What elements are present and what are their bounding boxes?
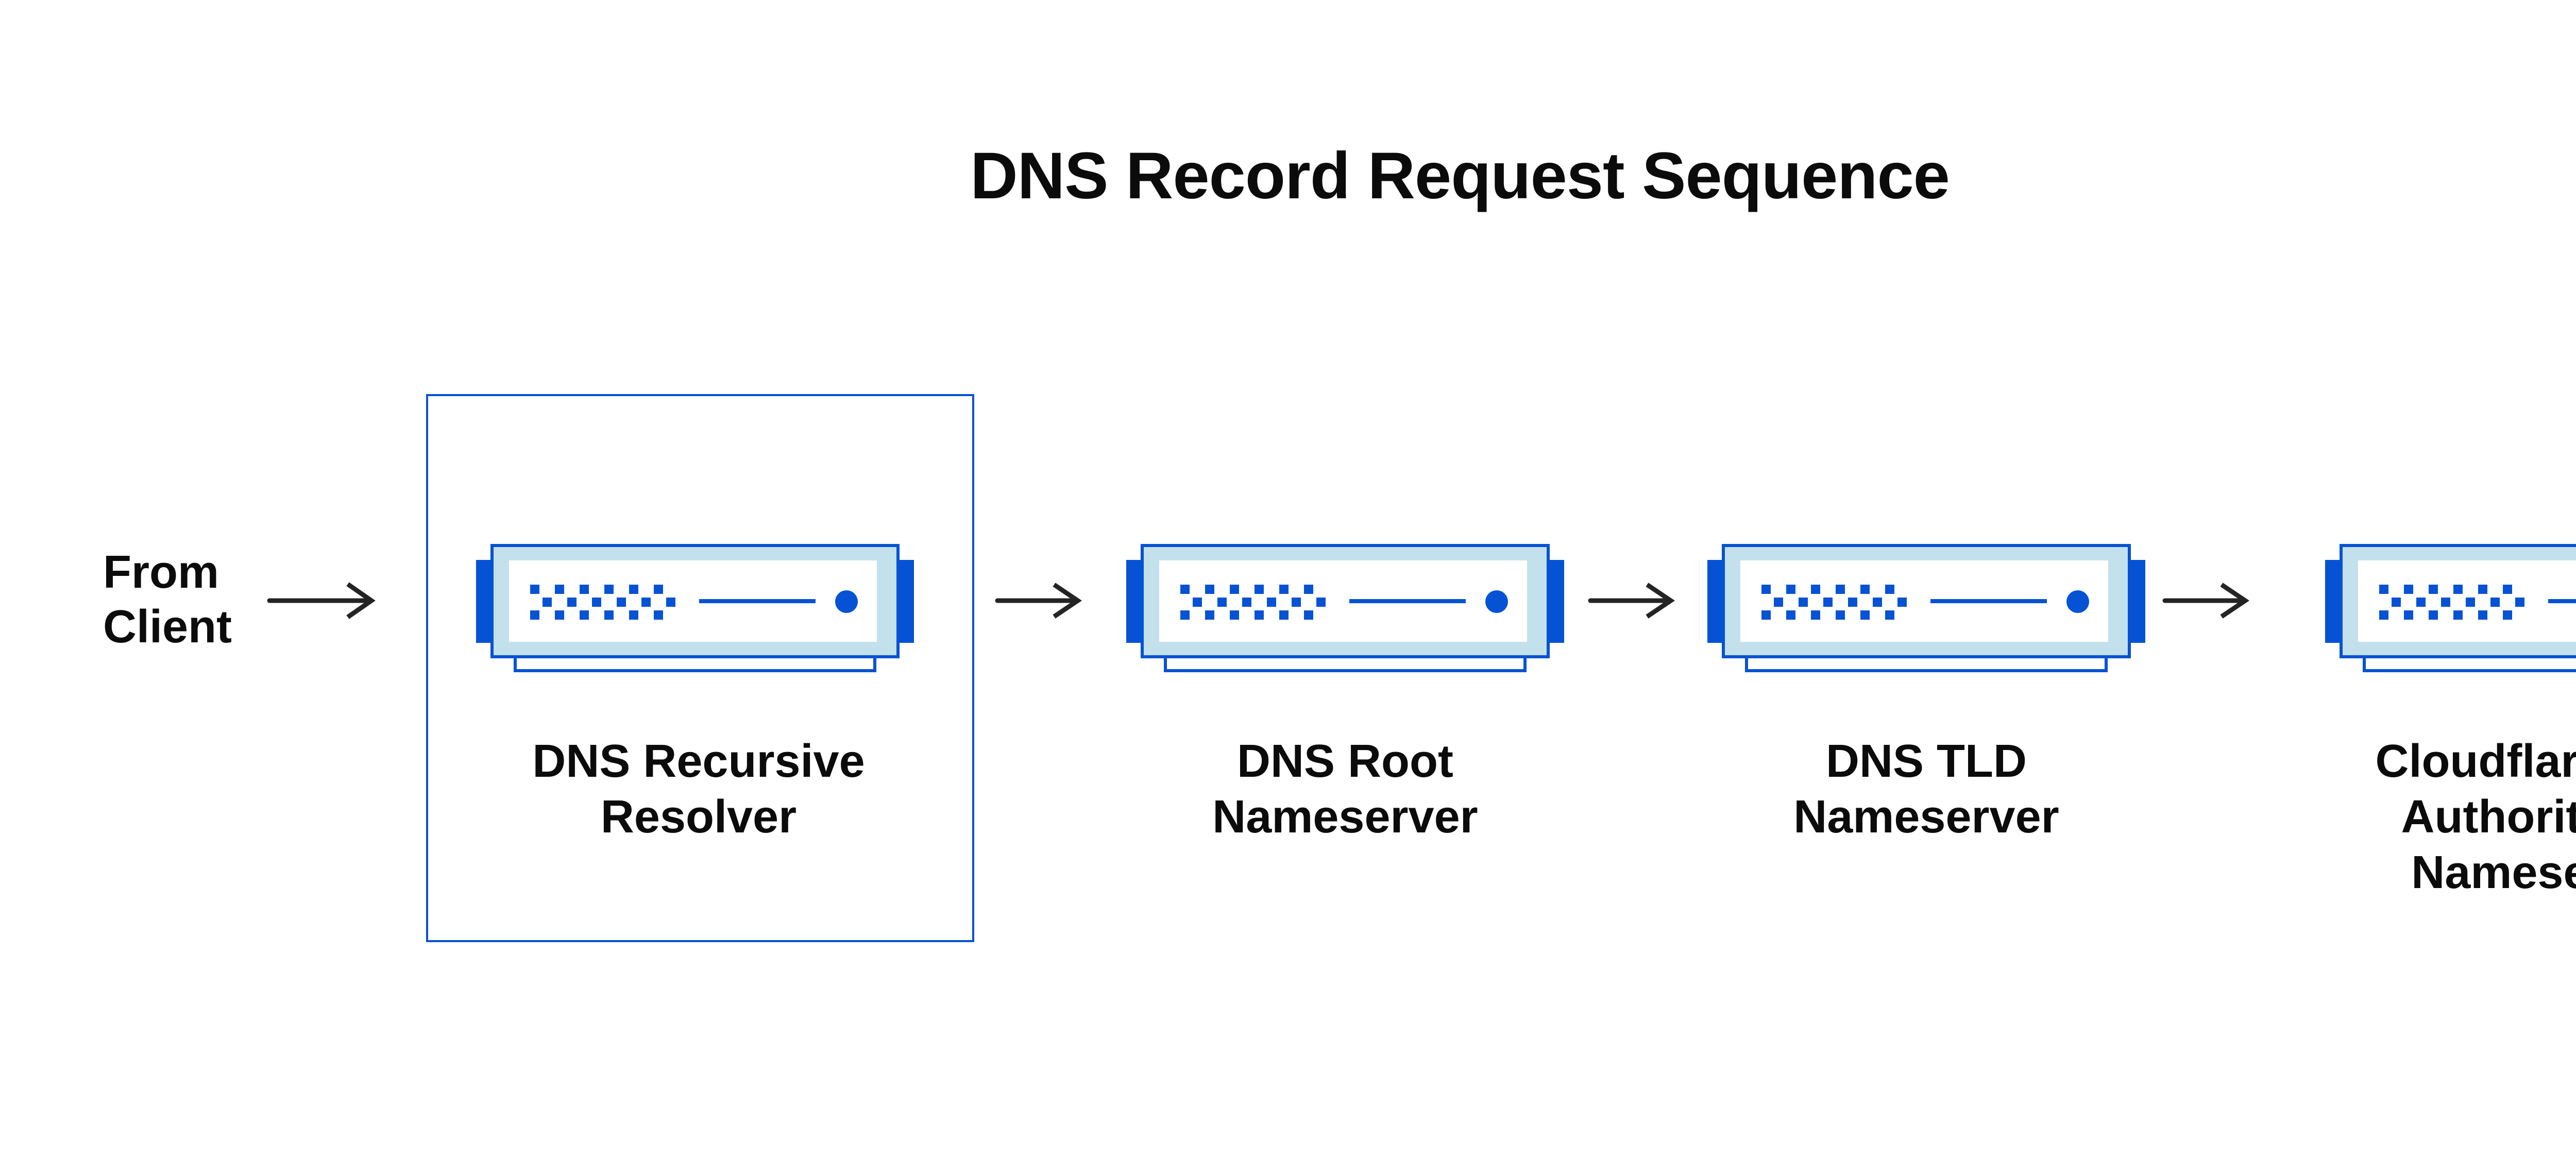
flow-arrow-icon [2161, 579, 2249, 622]
recursive-resolver-highlight-box [426, 394, 974, 942]
server-icon [1126, 544, 1564, 674]
from-client-label: From Client [103, 547, 232, 653]
server-icon [1707, 544, 2145, 674]
flow-arrow-icon [267, 582, 376, 619]
server-icon [2325, 544, 2576, 674]
flow-arrow-icon [1586, 579, 1675, 622]
node-label-dns-recursive-resolver: DNS Recursive Resolver [532, 736, 865, 843]
page-title: DNS Record Request Sequence [970, 139, 1950, 213]
node-label-dns-root-nameserver: DNS Root Nameserver [1212, 736, 1478, 843]
flow-arrow-icon [993, 579, 1082, 622]
node-label-dns-tld-nameserver: DNS TLD Nameserver [1793, 736, 2059, 843]
node-label-cloudflare-authoritative-nameserver: Cloudflare.com Authoritative Nameserver [2375, 736, 2576, 898]
server-icon [476, 544, 914, 674]
